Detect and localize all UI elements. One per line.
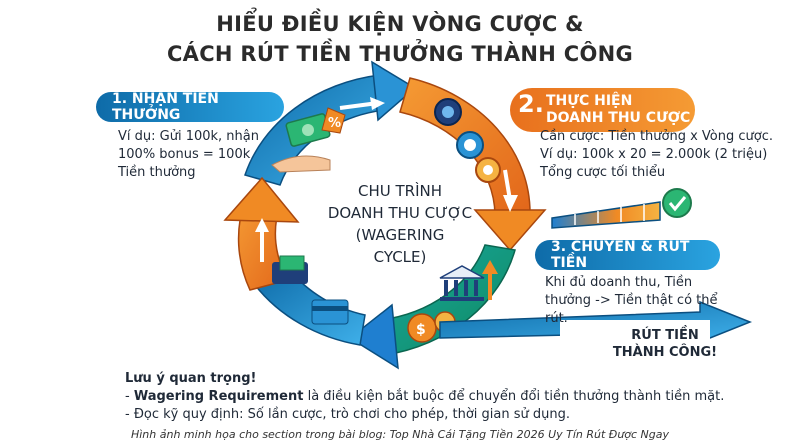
important-notes: Lưu ý quan trọng! - Wagering Requirement…	[125, 370, 765, 424]
cycle-arrowhead-bottom	[348, 303, 399, 370]
step3-desc-line: Khi đủ doanh thu, Tiền	[545, 275, 693, 290]
wagering-progress-bar	[551, 201, 661, 229]
cycle-center-label: CHU TRÌNH DOANH THU CƯỢC (WAGERING CYCLE…	[315, 180, 485, 268]
step2-description: Cần cược: Tiền thưởng x Vòng cược. Ví dụ…	[540, 128, 785, 182]
casino-chips-icon	[434, 98, 501, 183]
step1-desc-line: Ví dụ: Gửi 100k, nhận	[118, 129, 259, 144]
percent-badge-icon: %	[321, 107, 346, 134]
title-line-2: CÁCH RÚT TIỀN THƯỞNG THÀNH CÔNG	[166, 42, 634, 66]
note-text: Đọc kỹ quy định: Số lần cược, trò chơi c…	[133, 407, 571, 422]
step2-number: 2.	[518, 90, 544, 118]
cycle-center-line: (WAGERING	[355, 226, 445, 244]
note-text: là điều kiện bắt buộc để chuyển đổi tiền…	[303, 389, 725, 404]
step3-desc-line: thưởng -> Tiền thật có thể	[545, 293, 718, 308]
step2-label-line: THỰC HIỆN	[546, 93, 633, 109]
step1-desc-line: 100% bonus = 100k	[118, 147, 251, 162]
success-line: RÚT TIỀN	[631, 328, 699, 343]
svg-text:$: $	[416, 322, 426, 338]
note-term: Wagering Requirement	[133, 389, 304, 404]
step2-label-line: DOANH THU CƯỢC	[546, 110, 691, 126]
step2-desc-line: Ví dụ: 100k x 20 = 2.000k (2 triệu)	[540, 147, 768, 162]
cycle-center-line: DOANH THU CƯỢC	[327, 204, 473, 222]
step1-label: 1. NHẬN TIỀN THƯỞNG	[96, 91, 284, 123]
cycle-arrowhead-left	[223, 176, 300, 223]
cycle-center-line: CHU TRÌNH	[357, 182, 442, 200]
check-circle-icon	[662, 188, 692, 218]
success-line: THÀNH CÔNG!	[612, 345, 718, 360]
step2-desc-line: Cần cược: Tiền thưởng x Vòng cược.	[540, 129, 773, 144]
bank-icon	[439, 265, 485, 301]
step1-desc-line: Tiền thưởng	[118, 165, 196, 180]
step2-desc-line: Tổng cược tối thiểu	[540, 165, 666, 180]
growth-arrow-icon	[482, 260, 498, 300]
step1-description: Ví dụ: Gửi 100k, nhận 100% bonus = 100k …	[118, 128, 288, 182]
notes-title: Lưu ý quan trọng!	[125, 371, 257, 386]
cash-hand-icon	[271, 113, 331, 173]
title-line-1: HIỂU ĐIỀU KIỆN VÒNG CƯỢC &	[216, 12, 584, 36]
cycle-arrowhead-right	[473, 209, 547, 252]
image-caption: Hình ảnh minh họa cho section trong bài …	[130, 428, 670, 441]
credit-card-icon	[311, 299, 349, 325]
svg-text:%: %	[328, 116, 341, 131]
note-item: - Wagering Requirement là điều kiện bắt …	[125, 389, 725, 404]
step2-label: 2. THỰC HIỆN DOANH THU CƯỢC	[510, 88, 695, 132]
note-item: - Đọc kỹ quy định: Số lần cược, trò chơi…	[125, 407, 571, 422]
step3-desc-line: rút.	[545, 311, 568, 326]
wallet-icon	[272, 255, 308, 284]
success-label: RÚT TIỀN THÀNH CÔNG!	[600, 327, 730, 361]
step3-description: Khi đủ doanh thu, Tiền thưởng -> Tiền th…	[545, 274, 725, 328]
step3-label: 3. CHUYỂN & RÚT TIỀN	[535, 239, 720, 271]
cycle-center-line: CYCLE)	[373, 248, 427, 266]
cycle-arrowhead-top	[371, 60, 417, 122]
